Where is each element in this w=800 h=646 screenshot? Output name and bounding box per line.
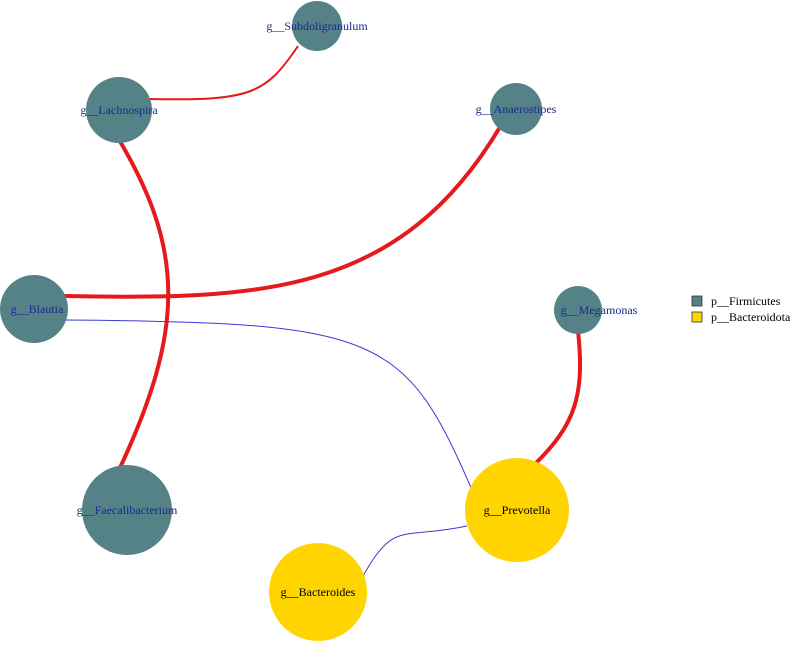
node-circle — [554, 286, 602, 334]
node-bacteroides[interactable]: g__Bacteroides — [269, 543, 367, 641]
edges-layer — [63, 45, 582, 577]
node-label: g__Lachnospira — [80, 103, 158, 117]
node-circle — [86, 77, 152, 143]
node-faecalibacterium[interactable]: g__Faecalibacterium — [77, 465, 178, 555]
node-subdoligranulum[interactable]: g__Subdoligranulum — [266, 1, 368, 51]
node-circle — [490, 83, 542, 135]
node-circle — [292, 1, 342, 51]
node-circle — [0, 275, 68, 343]
legend-swatch-bacteroidota — [691, 311, 703, 323]
node-label: g__Prevotella — [484, 503, 551, 517]
node-anaerostipes[interactable]: g__Anaerostipes — [476, 83, 557, 135]
legend-swatch-firmicutes — [691, 295, 703, 307]
node-label: g__Anaerostipes — [476, 102, 557, 116]
node-label: g__Blautia — [11, 302, 64, 316]
node-label: g__Megamonas — [561, 303, 638, 317]
edge-lachnospira-faecalibacterium — [116, 136, 171, 473]
node-label: g__Bacteroides — [281, 585, 356, 599]
legend: p__Firmicutes p__Bacteroidota — [691, 294, 791, 324]
node-circle — [82, 465, 172, 555]
edge-megamonas-prevotella — [533, 330, 582, 466]
legend-label-bacteroidota: p__Bacteroidota — [711, 310, 791, 324]
legend-item-firmicutes: p__Firmicutes — [691, 294, 781, 308]
legend-item-bacteroidota: p__Bacteroidota — [691, 310, 791, 324]
node-circle — [269, 543, 367, 641]
node-megamonas[interactable]: g__Megamonas — [554, 286, 638, 334]
edge-blautia-prevotella — [63, 319, 473, 491]
node-label: g__Subdoligranulum — [266, 19, 368, 33]
node-lachnospira[interactable]: g__Lachnospira — [80, 77, 158, 143]
nodes-layer: g__Subdoligranulum g__Lachnospira g__Ana… — [0, 1, 638, 641]
node-label: g__Faecalibacterium — [77, 503, 178, 517]
legend-label-firmicutes: p__Firmicutes — [711, 294, 781, 308]
node-prevotella[interactable]: g__Prevotella — [465, 458, 569, 562]
node-blautia[interactable]: g__Blautia — [0, 275, 68, 343]
edge-lachnospira-subdoligranulum — [147, 45, 299, 101]
node-circle — [465, 458, 569, 562]
edge-prevotella-bacteroides — [362, 525, 468, 577]
edge-blautia-anaerostipes — [63, 125, 502, 299]
